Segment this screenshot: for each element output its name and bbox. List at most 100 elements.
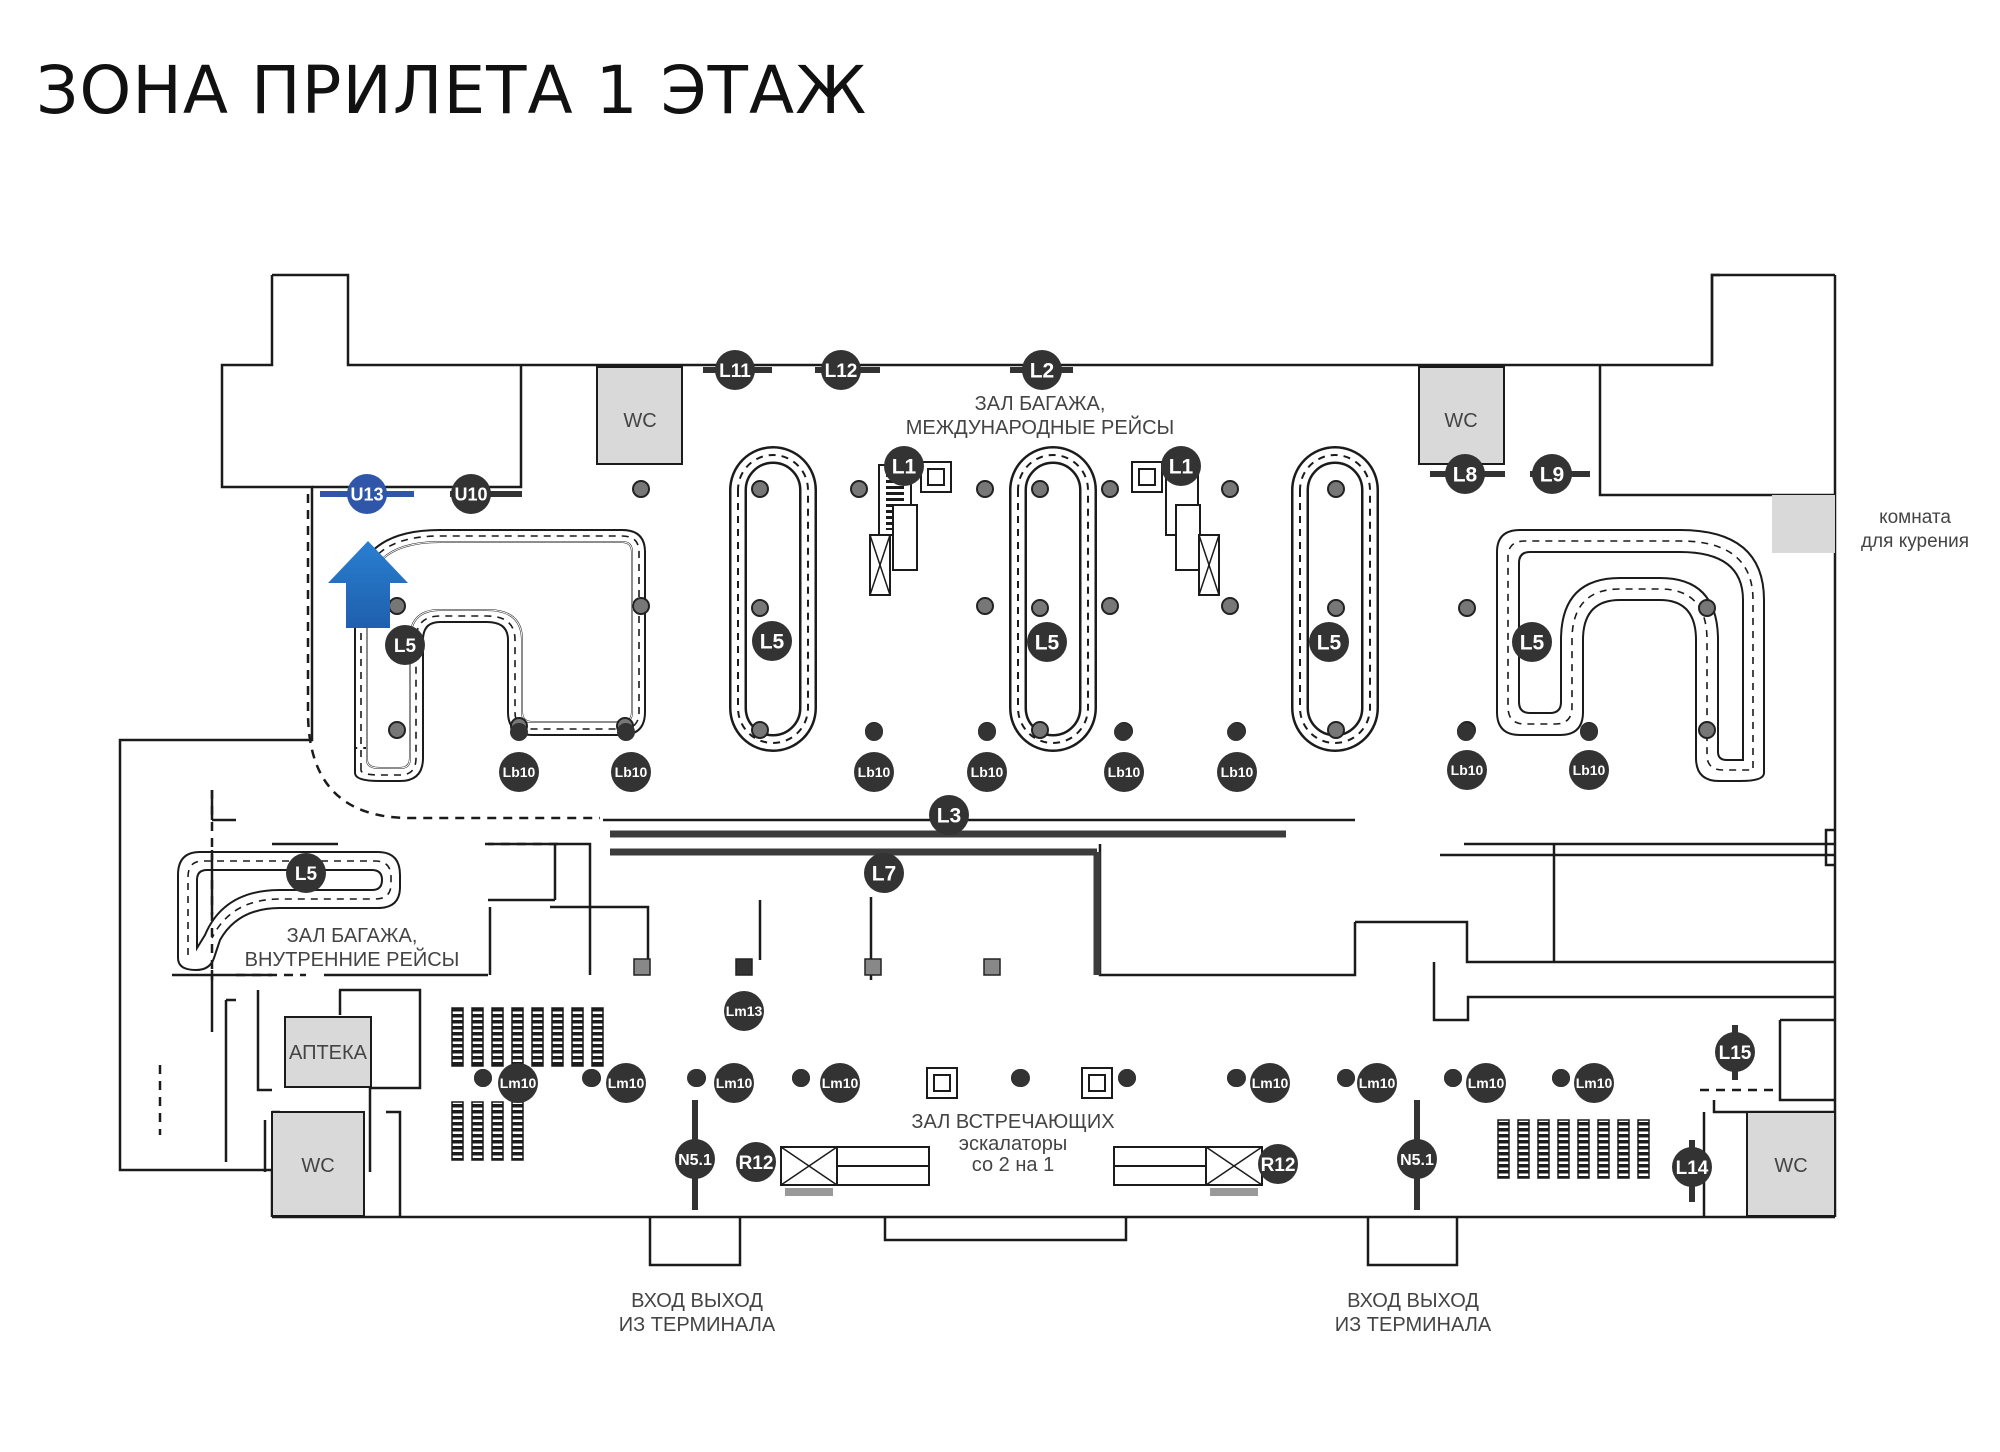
marker-circle bbox=[1217, 752, 1257, 792]
marker-label: U10 bbox=[454, 484, 487, 504]
post-dot-dark bbox=[1228, 1069, 1246, 1087]
marker-lm10[interactable]: Lm10 bbox=[498, 1063, 538, 1103]
marker-lb10[interactable]: Lb10 bbox=[499, 752, 539, 792]
marker-l7[interactable]: L7 bbox=[864, 853, 904, 893]
marker-lb10[interactable]: Lb10 bbox=[611, 752, 651, 792]
carousel-belt-inner bbox=[731, 448, 815, 750]
marker-lm10[interactable]: Lm10 bbox=[1574, 1063, 1614, 1103]
carousel-domestic-inner bbox=[196, 869, 384, 952]
seat-row bbox=[1537, 1119, 1550, 1179]
post-dot bbox=[632, 480, 650, 498]
marker-circle bbox=[929, 795, 969, 835]
post-dot bbox=[1221, 480, 1239, 498]
marker-label: L5 bbox=[1520, 632, 1545, 655]
marker-lb10[interactable]: Lb10 bbox=[1569, 750, 1609, 790]
marker-label: L9 bbox=[1540, 464, 1565, 487]
pillar bbox=[633, 958, 651, 976]
marker-l5[interactable]: L5 bbox=[1309, 622, 1349, 662]
post-dot-dark bbox=[617, 723, 635, 741]
post-dot bbox=[976, 597, 994, 615]
marker-lb10[interactable]: Lb10 bbox=[1447, 750, 1487, 790]
wc-label: WC bbox=[1444, 410, 1477, 432]
marker-l11[interactable]: L11 bbox=[703, 350, 772, 390]
marker-label: Lm10 bbox=[1359, 1075, 1396, 1091]
marker-label: L7 bbox=[872, 863, 897, 886]
marker-lm10[interactable]: Lm10 bbox=[1250, 1063, 1290, 1103]
post-dot bbox=[388, 721, 406, 739]
marker-label: Lm10 bbox=[822, 1075, 859, 1091]
marker-l5[interactable]: L5 bbox=[286, 853, 326, 893]
marker-lm13[interactable]: Lm13 bbox=[724, 991, 764, 1031]
pillar bbox=[983, 958, 1001, 976]
marker-circle bbox=[884, 446, 924, 486]
marker-label: L5 bbox=[1317, 632, 1342, 655]
post-dot bbox=[1698, 721, 1716, 739]
post-dot-dark bbox=[1552, 1069, 1570, 1087]
marker-l5[interactable]: L5 bbox=[385, 625, 425, 665]
marker-circle bbox=[286, 853, 326, 893]
marker-l5[interactable]: L5 bbox=[1512, 622, 1552, 662]
post-dot-dark bbox=[1227, 723, 1245, 741]
marker-l14[interactable]: L14 bbox=[1672, 1140, 1712, 1202]
marker-n5_1[interactable]: N5.1 bbox=[1397, 1100, 1437, 1210]
marker-label: L1 bbox=[1169, 456, 1194, 479]
marker-label: Lb10 bbox=[971, 764, 1004, 780]
marker-label: L5 bbox=[295, 864, 318, 885]
marker-l3[interactable]: L3 bbox=[929, 795, 969, 835]
carousel-u-right-inner bbox=[1518, 551, 1744, 761]
pillar-box bbox=[926, 1067, 958, 1099]
post-dot bbox=[751, 599, 769, 617]
pillars bbox=[633, 958, 1113, 1099]
marker-circle bbox=[1574, 1063, 1614, 1103]
marker-circle bbox=[1022, 350, 1062, 390]
post-dot-dark bbox=[474, 1069, 492, 1087]
carousel-domestic-dashes bbox=[187, 860, 392, 955]
smoking-room-label-2: для курения bbox=[1861, 531, 1969, 552]
marker-l5[interactable]: L5 bbox=[1027, 622, 1067, 662]
marker-label: Lb10 bbox=[1573, 762, 1606, 778]
post-dot bbox=[976, 480, 994, 498]
marker-lm10[interactable]: Lm10 bbox=[606, 1063, 646, 1103]
marker-l2[interactable]: L2 bbox=[1010, 350, 1073, 390]
marker-lb10[interactable]: Lb10 bbox=[967, 752, 1007, 792]
marker-lb10[interactable]: Lb10 bbox=[1104, 752, 1144, 792]
marker-r12[interactable]: R12 bbox=[1258, 1144, 1298, 1184]
marker-circle bbox=[675, 1139, 715, 1179]
marker-r12[interactable]: R12 bbox=[736, 1142, 776, 1182]
marker-lb10[interactable]: Lb10 bbox=[854, 752, 894, 792]
marker-u13[interactable]: U13 bbox=[320, 474, 414, 514]
marker-u10[interactable]: U10 bbox=[450, 474, 522, 514]
marker-l1[interactable]: L1 bbox=[884, 446, 924, 486]
seat-row bbox=[1617, 1119, 1630, 1179]
marker-lb10[interactable]: Lb10 bbox=[1217, 752, 1257, 792]
marker-l5[interactable]: L5 bbox=[752, 621, 792, 661]
seat-row bbox=[511, 1007, 524, 1067]
post-dot bbox=[850, 480, 868, 498]
marker-l12[interactable]: L12 bbox=[815, 350, 880, 390]
marker-label: L12 bbox=[825, 361, 858, 382]
pillar bbox=[735, 958, 753, 976]
seat-row bbox=[1577, 1119, 1590, 1179]
marker-n5_1[interactable]: N5.1 bbox=[675, 1100, 715, 1210]
seat-row bbox=[591, 1007, 604, 1067]
marker-l8[interactable]: L8 bbox=[1430, 454, 1505, 494]
marker-label: Lb10 bbox=[1221, 764, 1254, 780]
marker-lm10[interactable]: Lm10 bbox=[714, 1063, 754, 1103]
marker-l1[interactable]: L1 bbox=[1161, 446, 1201, 486]
marker-lm10[interactable]: Lm10 bbox=[1466, 1063, 1506, 1103]
post-dot bbox=[632, 597, 650, 615]
carousel-belt bbox=[1291, 446, 1379, 752]
marker-circle bbox=[1027, 622, 1067, 662]
marker-circle bbox=[821, 350, 861, 390]
post-dot-dark bbox=[1114, 723, 1132, 741]
marker-l15[interactable]: L15 bbox=[1715, 1025, 1755, 1080]
pillar bbox=[864, 958, 882, 976]
carousel-belt-dashes bbox=[1299, 454, 1371, 744]
marker-l9[interactable]: L9 bbox=[1530, 454, 1590, 494]
post-dot bbox=[1458, 599, 1476, 617]
domestic-hall-label-2: ВНУТРЕННИЕ РЕЙСЫ bbox=[245, 947, 460, 971]
marker-lm10[interactable]: Lm10 bbox=[1357, 1063, 1397, 1103]
marker-lm10[interactable]: Lm10 bbox=[820, 1063, 860, 1103]
